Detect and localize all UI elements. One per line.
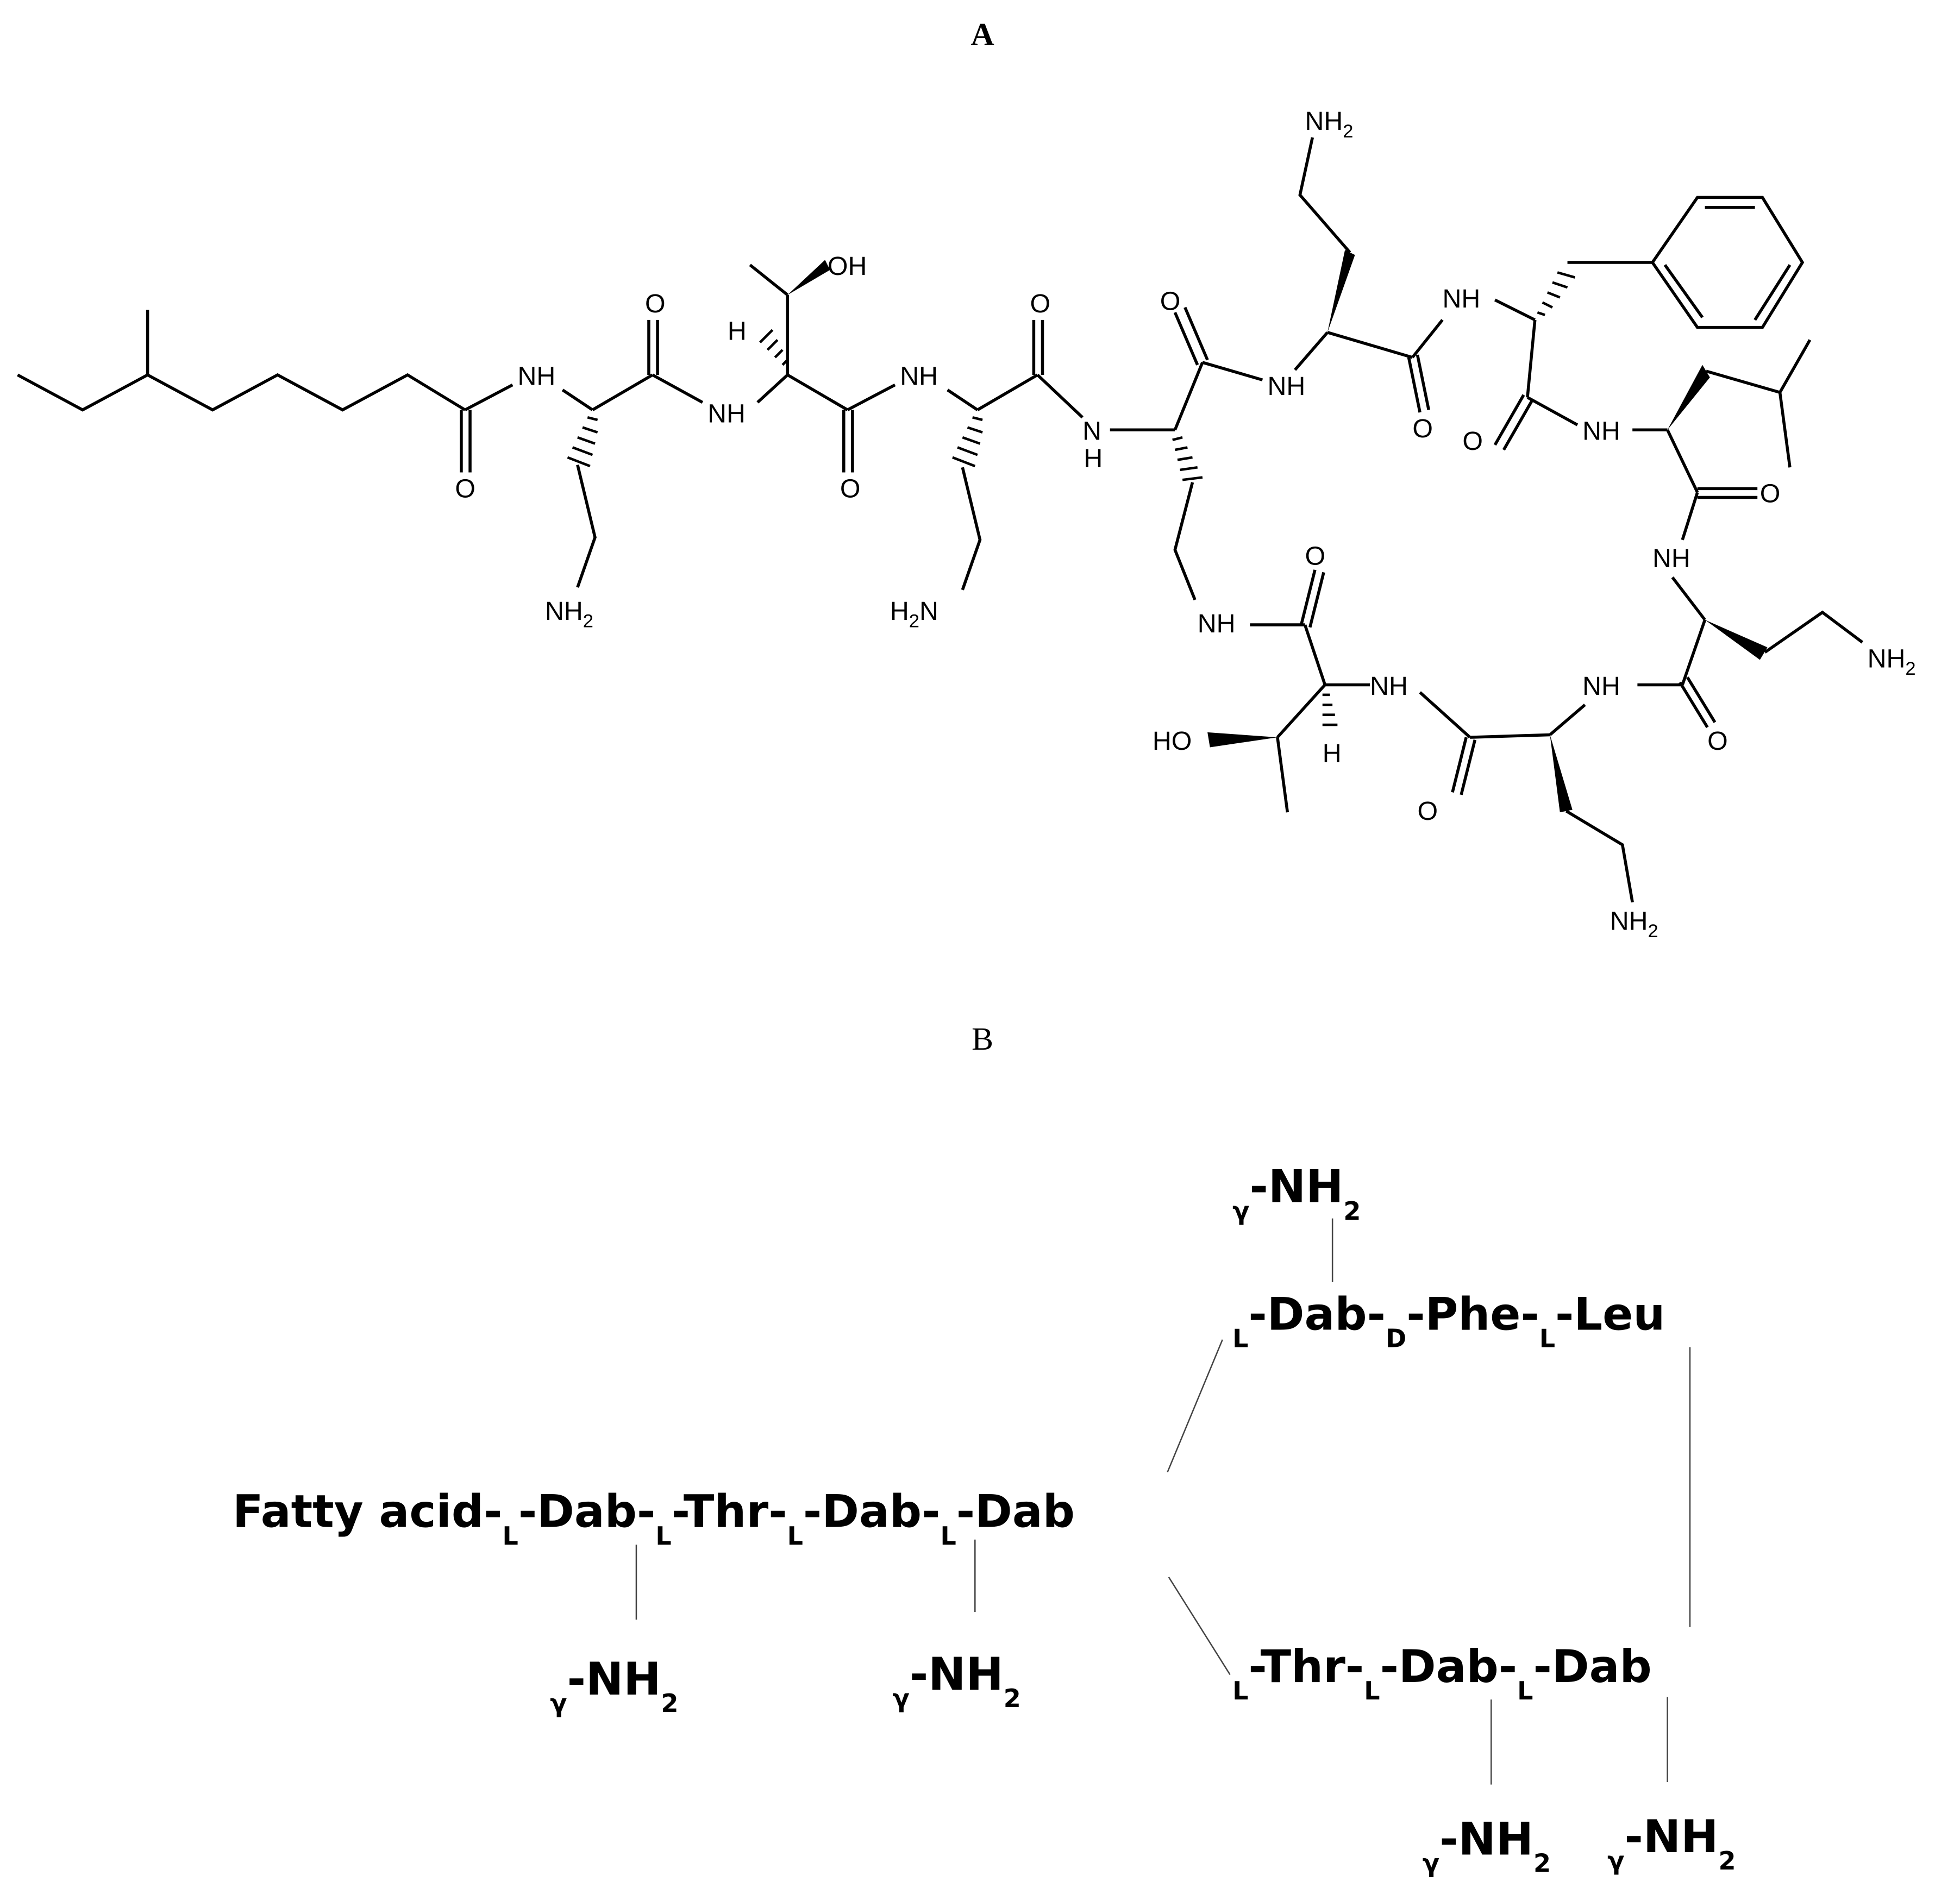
sequence-lower-ring: L-Thr-L-Dab-L-Dab	[1232, 1640, 1652, 1705]
atom-o: O	[1707, 726, 1728, 756]
residue-phe-6: -Phe-	[1406, 1288, 1539, 1340]
atom-nh: NH	[707, 399, 746, 428]
atom-nh: NH	[1582, 672, 1620, 701]
atom-o: O	[1160, 286, 1181, 316]
side-group-nh2: γ-NH2	[892, 1648, 1020, 1713]
atom-nh-vertical: N	[1082, 417, 1101, 446]
atom-o: O	[1760, 479, 1781, 509]
residue-dab-5: -Dab-	[1248, 1288, 1386, 1340]
atom-nh2: NH2	[1305, 106, 1354, 142]
sequence-main-chain: Fatty acid-L-Dab-L-Thr-L-Dab-L-Dab	[233, 1485, 1075, 1551]
wedge-bond	[1705, 619, 1768, 660]
atom-nh2: NH2	[1868, 644, 1916, 679]
connector-line	[1168, 1577, 1231, 1675]
atom-oh: OH	[828, 252, 867, 281]
hashed-bond	[759, 329, 788, 366]
atom-o: O	[1418, 796, 1438, 826]
hashed-bond	[1322, 693, 1338, 726]
atom-o: O	[1305, 542, 1326, 571]
atom-nh: NH	[1370, 672, 1408, 701]
residue-dab-3: -Dab-	[803, 1485, 941, 1538]
side-group-nh2: γ-NH2	[1607, 1810, 1736, 1875]
atom-nh: NH	[900, 361, 938, 391]
residue-leu-7: -Leu	[1555, 1288, 1665, 1340]
atom-nh2: NH2	[545, 597, 593, 632]
residue-dab-8: -Dab	[1533, 1640, 1652, 1693]
atom-o: O	[455, 474, 475, 503]
side-group-nh2: γ-NH2	[1423, 1812, 1551, 1878]
residue-dab-4: -Dab	[956, 1485, 1075, 1538]
residue-thr-10: -Thr-	[1248, 1640, 1364, 1693]
atom-o: O	[645, 289, 666, 318]
atom-nh: NH	[1198, 609, 1236, 638]
wedge-bond	[1207, 732, 1278, 748]
residue-fatty-acid: Fatty acid-	[233, 1485, 503, 1538]
residue-dab-1: -Dab-	[518, 1485, 656, 1538]
hashed-bond	[567, 416, 598, 468]
hashed-bond	[1537, 271, 1575, 316]
atom-h2n: H2N	[890, 597, 938, 632]
chemical-structure: O NH NH2 O NH OH	[17, 106, 1916, 942]
atom-o: O	[1412, 414, 1433, 443]
hashed-bond	[1172, 436, 1203, 481]
side-group-nh2: γ-NH2	[550, 1653, 678, 1718]
wedge-bond	[1550, 735, 1573, 813]
atom-o: O	[840, 474, 861, 503]
benzene-ring	[1650, 196, 1805, 329]
wedge-bond	[787, 260, 830, 295]
atom-o: O	[1462, 426, 1483, 456]
wedge-bond	[1667, 365, 1710, 430]
hashed-bond	[952, 416, 983, 468]
atom-h: H	[1084, 444, 1103, 473]
atom-nh: NH	[1652, 544, 1690, 573]
residue-dab-9: -Dab-	[1380, 1640, 1518, 1693]
atom-h: H	[728, 317, 747, 346]
atom-nh: NH	[1582, 417, 1620, 446]
panel-a-label: A	[971, 16, 994, 52]
atom-nh: NH	[517, 361, 555, 391]
side-group-nh2: γ-NH2	[1232, 1160, 1361, 1226]
connector-line	[1167, 1339, 1223, 1473]
residue-thr-2: -Thr-	[672, 1485, 787, 1538]
atom-nh: NH	[1443, 284, 1481, 313]
atom-ho: HO	[1153, 726, 1192, 756]
sequence-upper-ring: L-Dab-D-Phe-L-Leu	[1232, 1288, 1665, 1353]
atom-o: O	[1030, 289, 1051, 318]
panel-b-label: B	[972, 1021, 993, 1057]
atom-nh2: NH2	[1610, 906, 1658, 942]
peptide-sequence-scheme: Fatty acid-L-Dab-L-Thr-L-Dab-L-Dab L-Dab…	[233, 1160, 1736, 1878]
wedge-bond	[1327, 250, 1355, 333]
atom-h: H	[1323, 739, 1342, 768]
atom-nh: NH	[1268, 372, 1306, 401]
